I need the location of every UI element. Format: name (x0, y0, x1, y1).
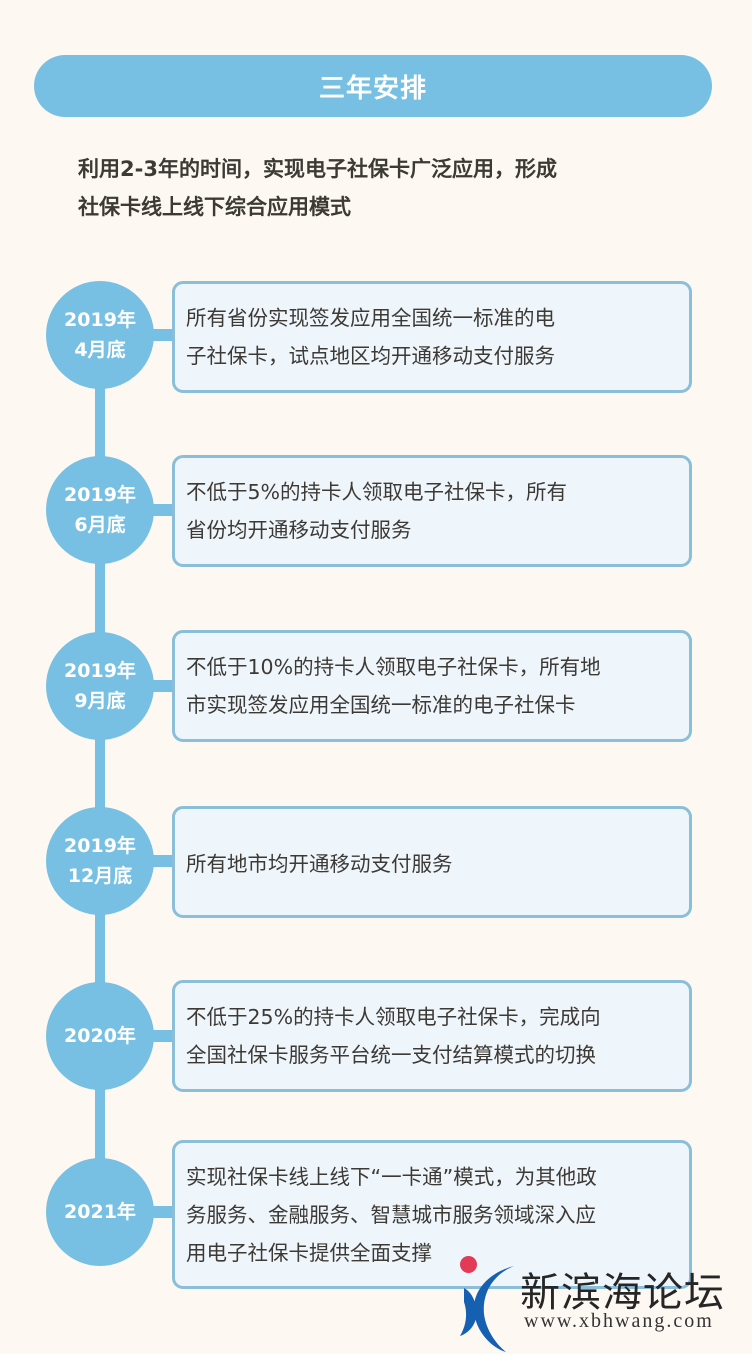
timeline-card: 不低于25%的持卡人领取电子社保卡，完成向 全国社保卡服务平台统一支付结算模式的… (172, 980, 692, 1092)
card-line: 实现社保卡线上线下“一卡通”模式，为其他政 (186, 1164, 597, 1189)
date-year: 2021年 (64, 1201, 136, 1223)
timeline-connector (150, 1030, 174, 1042)
timeline-connector (150, 680, 174, 692)
timeline-date-node: 2019年 4月底 (46, 281, 154, 389)
timeline-axis (95, 335, 105, 1212)
timeline-card: 不低于10%的持卡人领取电子社保卡，所有地 市实现签发应用全国统一标准的电子社保… (172, 630, 692, 742)
timeline-connector (150, 329, 174, 341)
timeline-connector (150, 504, 174, 516)
date-month: 6月底 (74, 514, 126, 536)
timeline-card: 所有地市均开通移动支付服务 (172, 806, 692, 918)
timeline-card: 实现社保卡线上线下“一卡通”模式，为其他政 务服务、金融服务、智慧城市服务领域深… (172, 1140, 692, 1289)
card-line: 务服务、金融服务、智慧城市服务领域深入应 (186, 1202, 596, 1227)
card-line: 市实现签发应用全国统一标准的电子社保卡 (186, 693, 576, 717)
timeline-connector (150, 855, 174, 867)
card-line: 子社保卡，试点地区均开通移动支付服务 (186, 344, 555, 368)
timeline-card: 所有省份实现签发应用全国统一标准的电 子社保卡，试点地区均开通移动支付服务 (172, 281, 692, 393)
timeline-date-node: 2019年 6月底 (46, 456, 154, 564)
timeline-date-node: 2020年 (46, 982, 154, 1090)
card-line: 所有省份实现签发应用全国统一标准的电 (186, 306, 555, 330)
timeline-date-node: 2019年 9月底 (46, 632, 154, 740)
card-line: 用电子社保卡提供全面支撑 (186, 1240, 432, 1265)
date-year: 2019年 (64, 484, 136, 506)
card-line: 不低于5%的持卡人领取电子社保卡，所有 (186, 480, 568, 504)
card-line: 不低于25%的持卡人领取电子社保卡，完成向 (186, 1005, 601, 1029)
section-title-banner: 三年安排 (34, 55, 712, 117)
watermark-title: 新滨海论坛 (520, 1270, 725, 1316)
watermark: 新滨海论坛 www.xbhwang.com (456, 1254, 752, 1354)
timeline-connector (150, 1206, 174, 1218)
date-year: 2019年 (64, 835, 136, 857)
intro-text: 利用2-3年的时间，实现电子社保卡广泛应用，形成 社保卡线上线下综合应用模式 (78, 150, 678, 226)
date-year: 2019年 (64, 309, 136, 331)
date-month: 4月底 (74, 339, 126, 361)
intro-line-2: 社保卡线上线下综合应用模式 (78, 195, 351, 219)
date-month: 9月底 (74, 690, 126, 712)
card-line: 所有地市均开通移动支付服务 (186, 852, 453, 876)
date-year: 2020年 (64, 1025, 136, 1047)
intro-line-1: 利用2-3年的时间，实现电子社保卡广泛应用，形成 (78, 157, 557, 181)
timeline-card: 不低于5%的持卡人领取电子社保卡，所有 省份均开通移动支付服务 (172, 455, 692, 567)
timeline-date-node: 2021年 (46, 1158, 154, 1266)
watermark-url: www.xbhwang.com (524, 1310, 714, 1332)
logo-red-dot-icon (460, 1256, 477, 1273)
date-year: 2019年 (64, 660, 136, 682)
timeline-date-node: 2019年 12月底 (46, 807, 154, 915)
date-month: 12月底 (67, 865, 133, 887)
card-line: 省份均开通移动支付服务 (186, 518, 412, 542)
section-title: 三年安排 (318, 73, 427, 104)
card-line: 不低于10%的持卡人领取电子社保卡，所有地 (186, 655, 601, 679)
xbhwang-logo-icon (460, 1266, 514, 1352)
card-line: 全国社保卡服务平台统一支付结算模式的切换 (186, 1043, 596, 1067)
